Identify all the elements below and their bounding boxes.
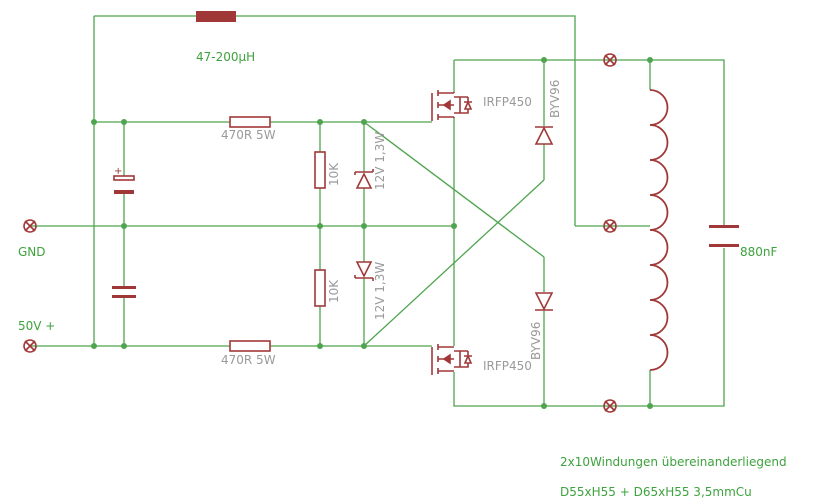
tank-coil: [649, 89, 669, 371]
label-mosfet-bottom: IRFP450: [483, 359, 532, 373]
label-zener-bottom: 12V 1,3W: [373, 262, 387, 320]
mosfet-bottom: [431, 344, 473, 375]
label-10k-top: 10K: [327, 162, 341, 186]
film-capacitor: [112, 286, 136, 298]
terminal-gnd: [23, 219, 37, 233]
svg-text:+: +: [114, 166, 122, 177]
terminal-supply: [23, 339, 37, 353]
resistor-470r-bottom: [229, 340, 271, 352]
label-inductor-value: 47-200µH: [196, 50, 255, 64]
wires: [30, 15, 725, 407]
diode-byv96-bottom: [534, 292, 554, 311]
resistor-470r-top: [229, 116, 271, 128]
note-line-1: 2x10Windungen übereinanderliegend: [560, 455, 787, 469]
tank-capacitor: [709, 225, 739, 247]
feed-inductor: [196, 11, 236, 22]
terminal-tank-center: [603, 219, 617, 233]
label-resistor-bottom: 470R 5W: [221, 353, 276, 367]
zener-diode-top: [354, 169, 374, 189]
label-tank-capacitor: 880nF: [740, 245, 778, 259]
terminal-tank-top: [603, 53, 617, 67]
note-line-2: D55xH55 + D65xH55 3,5mmCu: [560, 485, 752, 499]
resistor-10k-bottom: [314, 269, 326, 307]
terminal-tank-bottom: [603, 399, 617, 413]
electrolytic-capacitor: +: [113, 166, 135, 194]
label-resistor-top: 470R 5W: [221, 128, 276, 142]
label-supply: 50V +: [18, 319, 55, 333]
label-mosfet-top: IRFP450: [483, 95, 532, 109]
label-diode-top: BYV96: [548, 80, 562, 118]
junction-dots: [91, 57, 653, 409]
zener-diode-bottom: [354, 261, 374, 281]
resistor-10k-top: [314, 151, 326, 189]
label-gnd: GND: [18, 245, 46, 259]
mosfet-top: [431, 90, 473, 121]
diode-byv96-top: [534, 126, 554, 145]
label-10k-bottom: 10K: [327, 279, 341, 303]
label-diode-bottom: BYV96: [529, 322, 543, 360]
label-zener-top: 12V 1,3W: [373, 132, 387, 190]
